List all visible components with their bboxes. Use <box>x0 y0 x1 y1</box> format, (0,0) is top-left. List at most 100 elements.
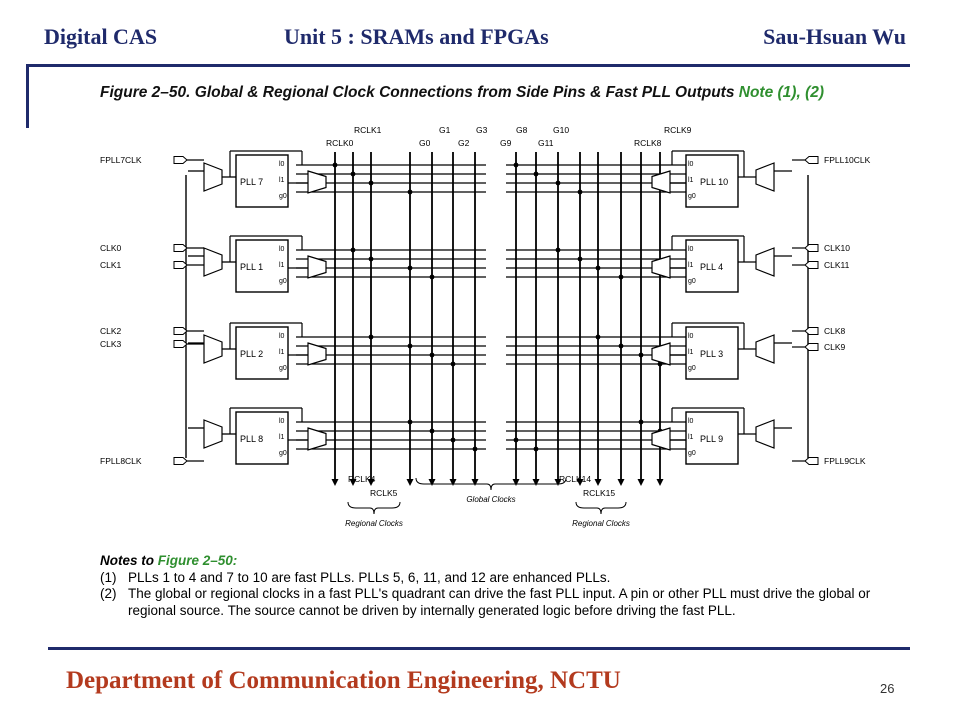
junction-dot <box>350 247 356 253</box>
figure-caption-text: Figure 2–50. Global & Regional Clock Con… <box>100 84 735 101</box>
mux-shape <box>307 255 327 279</box>
bottom-clock-label: RCLK15 <box>583 488 615 498</box>
mux-shape <box>755 334 775 364</box>
junction-dot <box>368 256 374 262</box>
bottom-clock-label: RCLK14 <box>559 474 591 484</box>
bottom-clock-label: RCLK5 <box>370 488 398 498</box>
mux-shape <box>755 247 775 277</box>
notes-title: Notes to <box>100 553 154 568</box>
pll-block <box>685 326 739 380</box>
arrow-head <box>637 479 645 486</box>
pin-pad <box>173 327 188 335</box>
group-label: Regional Clocks <box>572 519 630 528</box>
top-clock-label: RCLK1 <box>354 125 382 135</box>
pll-port-label: l1 <box>688 177 694 184</box>
mux-shape <box>203 162 223 192</box>
junction-dot <box>533 446 539 452</box>
pll-port-label: l0 <box>688 418 694 425</box>
pin-label-right: FPLL9CLK <box>824 456 866 466</box>
junction-dot <box>429 274 435 280</box>
footer-department: Department of Communication Engineering,… <box>66 667 621 694</box>
top-clock-label: RCLK0 <box>326 138 354 148</box>
mux-shape <box>651 170 671 194</box>
junction-dot <box>513 162 519 168</box>
junction-dot <box>577 189 583 195</box>
pin-pad <box>804 244 819 252</box>
footer-rule <box>48 647 910 650</box>
pll-port-label: l0 <box>688 246 694 253</box>
top-clock-label: RCLK9 <box>664 125 692 135</box>
pll-port-label: l0 <box>688 333 694 340</box>
group-brace <box>415 477 567 491</box>
pin-pad <box>804 327 819 335</box>
pll-port-label: g0 <box>688 365 696 372</box>
top-clock-label: G1 <box>439 125 451 135</box>
junction-dot <box>555 180 561 186</box>
pll-port-label: l0 <box>688 161 694 168</box>
pll-label: PLL 1 <box>240 262 263 272</box>
notes-title-ref: Figure 2–50: <box>157 553 238 568</box>
junction-dot <box>472 446 478 452</box>
junction-dot <box>533 171 539 177</box>
junction-dot <box>407 265 413 271</box>
arrow-head <box>576 479 584 486</box>
arrow-head <box>471 479 479 486</box>
pll-port-label: g0 <box>688 278 696 285</box>
pll-port-label: l1 <box>279 177 285 184</box>
junction-dot <box>595 265 601 271</box>
pin-label-right: CLK11 <box>824 260 850 270</box>
pin-pad <box>173 340 188 348</box>
note-number: (2) <box>100 586 117 602</box>
junction-dot <box>618 274 624 280</box>
pll-port-label: g0 <box>279 278 287 285</box>
note-item: (2) The global or regional clocks in a f… <box>100 586 900 619</box>
pll-port-label: l1 <box>688 349 694 356</box>
pin-pad <box>173 261 188 269</box>
group-brace <box>575 501 627 515</box>
mux-shape <box>651 427 671 451</box>
pin-label-right: CLK8 <box>824 326 846 336</box>
pin-pad <box>804 457 819 465</box>
pll-block <box>685 411 739 465</box>
arrow-head <box>617 479 625 486</box>
mux-shape <box>203 334 223 364</box>
pin-pad <box>173 244 188 252</box>
arrow-head <box>594 479 602 486</box>
note-item: (1) PLLs 1 to 4 and 7 to 10 are fast PLL… <box>100 570 900 587</box>
pll-label: PLL 8 <box>240 434 263 444</box>
junction-dot <box>429 428 435 434</box>
pll-block <box>235 239 289 293</box>
mux-shape <box>651 342 671 366</box>
mux-shape <box>651 255 671 279</box>
junction-dot <box>450 361 456 367</box>
arrow-head <box>349 479 357 486</box>
pin-label-left: CLK1 <box>100 260 122 270</box>
bottom-clock-label: RCLK4 <box>348 474 376 484</box>
mux-shape <box>307 427 327 451</box>
arrow-head <box>449 479 457 486</box>
top-clock-label: G2 <box>458 138 470 148</box>
mux-shape <box>203 247 223 277</box>
group-brace <box>347 501 401 515</box>
pin-pad <box>804 261 819 269</box>
pll-port-label: l0 <box>279 161 285 168</box>
pin-pad <box>804 343 819 351</box>
top-clock-label: G10 <box>553 125 569 135</box>
pin-label-left: FPLL7CLK <box>100 155 142 165</box>
junction-dot <box>595 334 601 340</box>
top-clock-label: G11 <box>538 138 554 148</box>
arrow-head <box>512 479 520 486</box>
page-number: 26 <box>880 681 895 696</box>
arrow-head <box>656 479 664 486</box>
junction-dot <box>450 437 456 443</box>
junction-dot <box>368 334 374 340</box>
note-number: (1) <box>100 569 117 585</box>
pll-port-label: g0 <box>688 193 696 200</box>
pin-label-right: FPLL10CLK <box>824 155 871 165</box>
junction-dot <box>513 437 519 443</box>
junction-dot <box>407 419 413 425</box>
pll-port-label: g0 <box>688 450 696 457</box>
pin-pad <box>173 156 188 164</box>
group-label: Global Clocks <box>466 495 515 504</box>
